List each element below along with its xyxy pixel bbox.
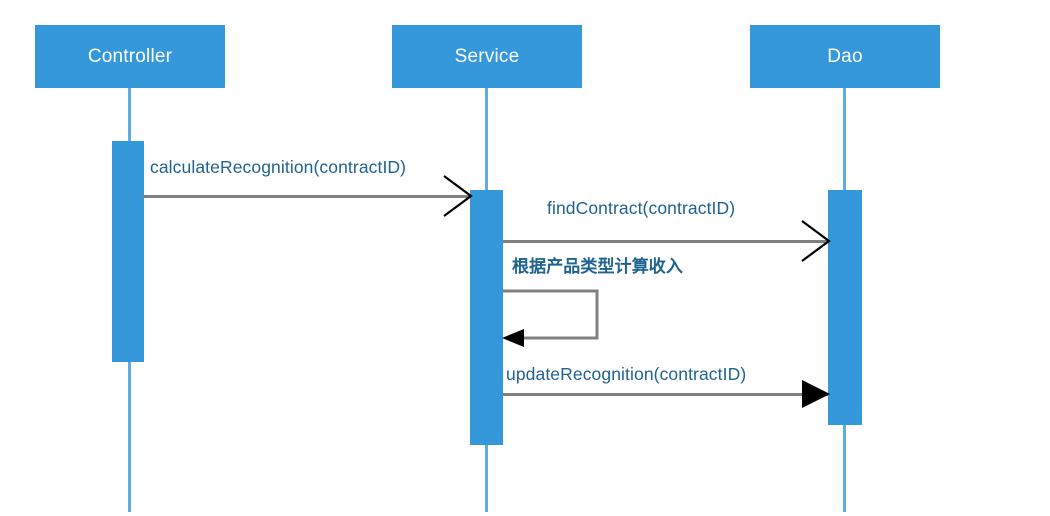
arrowhead-filled-update-recognition: [802, 380, 830, 408]
message-label-calculate-recognition: calculateRecognition(contractID): [150, 157, 407, 177]
participant-dao-label: Dao: [827, 45, 863, 67]
message-label-calculate-revenue-by-product-type: 根据产品类型计算收入: [512, 257, 683, 277]
message-line-calculate-recognition: [143, 195, 470, 198]
message-label-find-contract: findContract(contractID): [547, 198, 736, 218]
participant-service-label: Service: [454, 45, 520, 67]
self-call-loop-service: [502, 289, 599, 347]
arrowhead-filled-self-call: [502, 329, 524, 347]
arrowhead-open-find-contract: [801, 220, 831, 262]
message-line-find-contract: [503, 240, 828, 243]
activation-bar-controller[interactable]: [112, 141, 144, 362]
participant-dao[interactable]: Dao: [750, 25, 940, 88]
participant-controller-label: Controller: [87, 45, 173, 67]
message-line-update-recognition: [503, 393, 828, 396]
activation-bar-service[interactable]: [470, 190, 503, 445]
activation-bar-dao[interactable]: [828, 190, 862, 425]
participant-controller[interactable]: Controller: [35, 25, 225, 88]
arrowhead-open-calculate-recognition: [443, 175, 473, 217]
message-label-update-recognition: updateRecognition(contractID): [506, 364, 747, 384]
participant-service[interactable]: Service: [392, 25, 582, 88]
